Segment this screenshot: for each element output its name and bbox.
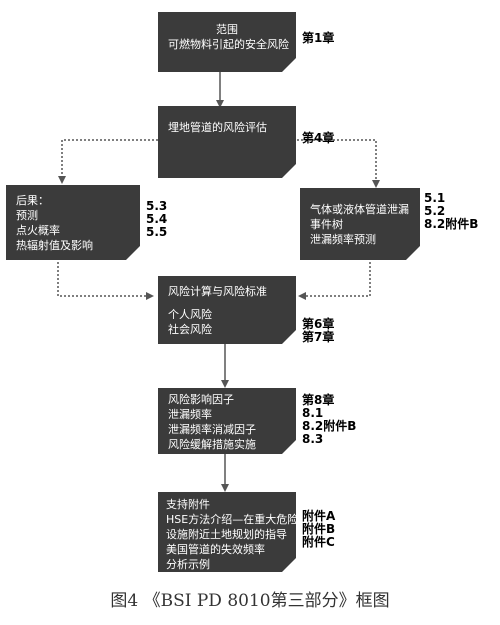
box-consequences: 后果： 预测 点火概率 热辐射值及影响 xyxy=(6,185,140,260)
ref-risk-calc: 第6章 第7章 xyxy=(302,317,335,344)
arrow-leak-to-riskcalc xyxy=(298,258,371,300)
ref-appendices: 附件A 附件B 附件C xyxy=(302,509,336,549)
box-appendices: 支持附件 HSE方法介绍—在重大危险 设施附近土地规划的指导 美国管道的失效频率… xyxy=(158,492,296,572)
ref-factors: 第8章 8.1 8.2附件B 8.3 xyxy=(302,393,357,446)
ref-assessment: 第4章 xyxy=(302,131,335,145)
box-risk-calc: 风险计算与风险标准 个人风险 社会风险 xyxy=(158,276,296,344)
ref-leak: 5.1 5.2 8.2附件B xyxy=(424,191,479,231)
box-factors: 风险影响因子 泄漏频率 泄漏频率消减因子 风险缓解措施实施 xyxy=(158,388,296,454)
arrow-assessment-to-consequences xyxy=(58,139,158,184)
arrow-consequences-to-riskcalc xyxy=(57,258,154,300)
box-leak: 气体或液体管道泄漏 事件树 泄漏频率预测 xyxy=(300,188,420,260)
figure-caption: 图4 《BSI PD 8010第三部分》框图 xyxy=(110,591,390,611)
ref-consequences: 5.3 5.4 5.5 xyxy=(146,199,168,239)
box-scope: 范围 可燃物料引起的安全风险 xyxy=(158,12,296,72)
arrow-assessment-to-leak xyxy=(285,139,380,188)
box-assessment: 埋地管道的风险评估 xyxy=(158,106,296,178)
ref-scope: 第1章 xyxy=(302,31,335,45)
